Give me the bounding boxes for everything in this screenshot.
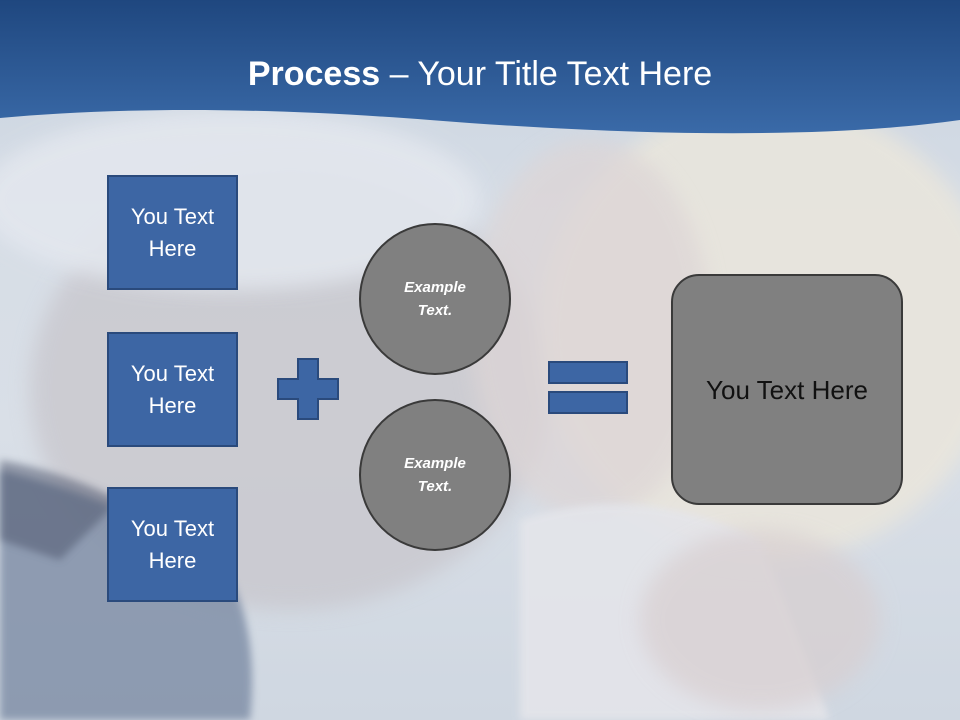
plus-icon xyxy=(277,358,339,420)
example-circle-1: Example Text. xyxy=(359,223,511,375)
input-box-2: You Text Here xyxy=(107,332,238,447)
input-box-3: You Text Here xyxy=(107,487,238,602)
header-band xyxy=(0,0,960,134)
equals-icon xyxy=(548,361,628,414)
title-separator: – xyxy=(380,55,418,93)
result-box: You Text Here xyxy=(671,274,903,505)
title-bold: Process xyxy=(247,55,381,93)
title-rest: Your Title Text Here xyxy=(417,55,713,93)
input-box-1: You Text Here xyxy=(107,175,238,290)
slide-title: Process – Your Title Text Here xyxy=(0,50,960,98)
example-circle-2: Example Text. xyxy=(359,399,511,551)
